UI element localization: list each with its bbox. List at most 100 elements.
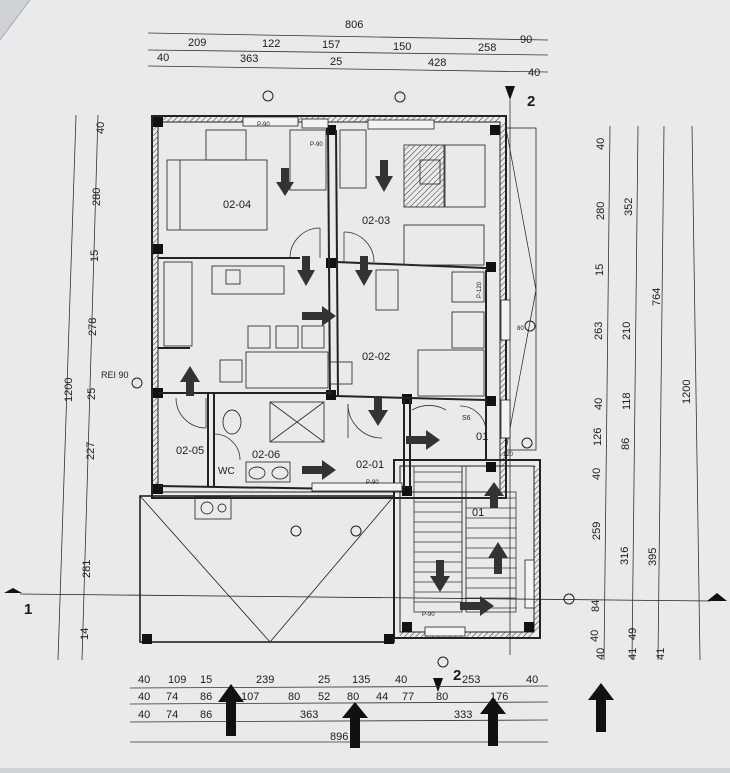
axis-marker bbox=[262, 90, 274, 102]
chair bbox=[329, 361, 353, 385]
section-1-label: 1 bbox=[24, 601, 32, 618]
svg-text:333: 333 bbox=[454, 709, 472, 721]
svg-text:352: 352 bbox=[623, 198, 635, 216]
top-dimensions bbox=[147, 32, 549, 73]
svg-text:118: 118 bbox=[621, 392, 633, 410]
svg-text:227: 227 bbox=[85, 442, 97, 460]
svg-text:40: 40 bbox=[138, 674, 150, 686]
svg-text:263: 263 bbox=[593, 322, 605, 340]
building-outline bbox=[139, 115, 541, 643]
room-02-03: 02-03 bbox=[362, 215, 390, 227]
dim-left-total: 1200 bbox=[63, 378, 75, 402]
svg-text:44: 44 bbox=[376, 691, 388, 703]
p120-label: P-120 bbox=[477, 281, 483, 298]
svg-text:40: 40 bbox=[589, 630, 601, 642]
sofa bbox=[417, 349, 485, 397]
p90-label: P-90 bbox=[310, 142, 323, 148]
svg-text:74: 74 bbox=[166, 709, 178, 721]
svg-text:80: 80 bbox=[347, 691, 359, 703]
sink bbox=[271, 466, 289, 480]
svg-text:150: 150 bbox=[393, 41, 411, 53]
entrance-arrows bbox=[218, 683, 614, 748]
table bbox=[245, 351, 329, 389]
dim-left-chain: 40 280 15 278 25 227 281 14 bbox=[79, 122, 107, 640]
svg-text:107: 107 bbox=[241, 691, 259, 703]
svg-text:363: 363 bbox=[300, 709, 318, 721]
svg-text:316: 316 bbox=[619, 547, 631, 565]
section-2-top-label: 2 bbox=[527, 93, 535, 110]
svg-text:15: 15 bbox=[89, 250, 101, 262]
axis-marker bbox=[290, 525, 302, 537]
dim-right-chain3: 764 395 41 bbox=[647, 288, 667, 660]
dim-80-label: 80 bbox=[517, 326, 524, 332]
svg-text:14: 14 bbox=[79, 628, 91, 640]
section-arrow-bottom bbox=[433, 678, 443, 692]
svg-text:84: 84 bbox=[590, 600, 602, 612]
svg-text:86: 86 bbox=[200, 691, 212, 703]
svg-text:280: 280 bbox=[595, 202, 607, 220]
svg-text:278: 278 bbox=[87, 318, 99, 336]
sink bbox=[248, 466, 266, 480]
svg-text:40: 40 bbox=[395, 674, 407, 686]
dim-bottom-row3: 40 74 86 363 333 bbox=[138, 709, 472, 721]
svg-text:40: 40 bbox=[157, 52, 169, 64]
svg-text:15: 15 bbox=[594, 264, 606, 276]
chair bbox=[219, 359, 243, 383]
axis-marker bbox=[437, 656, 449, 668]
axis-marker bbox=[524, 320, 536, 332]
svg-text:41: 41 bbox=[627, 648, 639, 660]
svg-text:395: 395 bbox=[647, 548, 659, 566]
svg-text:157: 157 bbox=[322, 39, 340, 51]
kitchen-counter bbox=[211, 265, 285, 295]
svg-text:281: 281 bbox=[81, 560, 93, 578]
svg-text:40: 40 bbox=[138, 691, 150, 703]
desk-hatched bbox=[403, 144, 445, 208]
dim-120-label: 120 bbox=[503, 452, 514, 458]
chair bbox=[301, 325, 325, 349]
svg-text:40: 40 bbox=[591, 468, 603, 480]
p90-label: P-90 bbox=[366, 480, 379, 486]
boiler bbox=[194, 496, 232, 520]
svg-text:253: 253 bbox=[462, 674, 480, 686]
axis-marker bbox=[131, 377, 143, 389]
svg-text:280: 280 bbox=[91, 188, 103, 206]
toilet bbox=[222, 409, 242, 435]
svg-text:239: 239 bbox=[256, 674, 274, 686]
section-arrow-right bbox=[707, 593, 727, 601]
svg-text:25: 25 bbox=[318, 674, 330, 686]
room-02-05: 02-05 bbox=[176, 445, 204, 457]
svg-text:40: 40 bbox=[595, 138, 607, 150]
s6-label: S6 bbox=[462, 415, 471, 422]
room-02-01: 02-01 bbox=[356, 459, 384, 471]
svg-text:41: 41 bbox=[655, 648, 667, 660]
dim-right-chain1: 40 280 15 263 40 126 40 259 84 40 40 bbox=[589, 138, 607, 660]
dim-bottom-row1: 40 109 15 239 25 135 40 253 40 bbox=[138, 674, 538, 686]
svg-text:80: 80 bbox=[288, 691, 300, 703]
svg-text:259: 259 bbox=[591, 522, 603, 540]
chair bbox=[275, 325, 299, 349]
section-arrow-left bbox=[4, 588, 22, 593]
svg-text:40: 40 bbox=[528, 67, 540, 79]
chair bbox=[247, 325, 271, 349]
shower bbox=[269, 401, 325, 443]
room-01-stair: 01 bbox=[472, 507, 484, 519]
dim-top-row1: 209 122 157 150 258 90 bbox=[188, 34, 532, 54]
axis-marker bbox=[563, 593, 575, 605]
svg-text:40: 40 bbox=[595, 648, 607, 660]
section-2-bottom-label: 2 bbox=[453, 667, 461, 684]
svg-text:86: 86 bbox=[620, 438, 632, 450]
svg-text:126: 126 bbox=[592, 428, 604, 446]
wc-label: WC bbox=[218, 466, 235, 477]
svg-text:40: 40 bbox=[95, 122, 107, 134]
svg-text:109: 109 bbox=[168, 674, 186, 686]
svg-text:40: 40 bbox=[138, 709, 150, 721]
section-arrow-top bbox=[505, 86, 515, 100]
dim-right-total: 1200 bbox=[681, 380, 693, 404]
windows bbox=[242, 116, 535, 637]
svg-text:90: 90 bbox=[520, 34, 532, 46]
svg-text:209: 209 bbox=[188, 37, 206, 49]
room-02-02: 02-02 bbox=[362, 351, 390, 363]
